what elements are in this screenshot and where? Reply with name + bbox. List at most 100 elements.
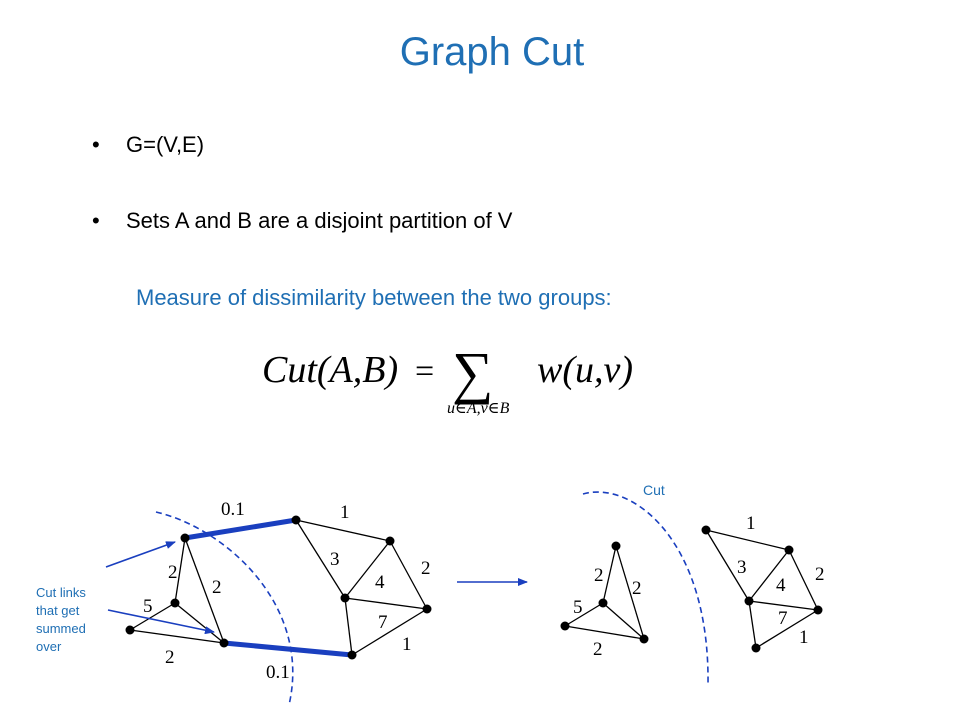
measure-text: Measure of dissimilarity between the two…: [136, 285, 612, 310]
graph-node: [701, 525, 711, 535]
graph-node: [813, 605, 823, 615]
pointer-arrow: [107, 609, 215, 635]
pointer-arrow: [105, 541, 176, 568]
graph-edge: [615, 545, 645, 640]
graph-node: [560, 621, 570, 631]
graph-node: [291, 515, 301, 525]
graph-edge: [602, 602, 645, 640]
edge-weight-label: 2: [632, 578, 642, 599]
graph-edge: [788, 549, 819, 611]
graph-edge: [295, 519, 391, 542]
edge-weight-label: 2: [593, 639, 603, 660]
graph-edge: [174, 602, 225, 644]
formula-subscript: u∈A,v∈B: [447, 400, 510, 417]
edge-weight-label: 2: [165, 647, 175, 668]
cut-links-line: over: [36, 639, 62, 654]
graph-node: [751, 643, 761, 653]
edge-weight-label: 1: [340, 502, 350, 523]
graph-edge: [129, 602, 176, 631]
graph-node: [784, 545, 794, 555]
graph-node: [219, 638, 229, 648]
formula-equals: =: [415, 353, 434, 390]
graph-node: [125, 625, 135, 635]
cut-edge: [182, 517, 299, 541]
right-graph: 2 2 5 2 1 3 4 2 7 1: [560, 491, 825, 686]
left-graph-cut-edges: [182, 517, 355, 658]
graph-edge: [129, 629, 225, 644]
left-graph-edges: [129, 519, 428, 656]
group-b-edges: [705, 529, 819, 649]
graph-edge: [748, 600, 819, 611]
cut-links-line: that get: [36, 603, 80, 618]
cut-links-label: Cut links that get summed over: [36, 584, 86, 656]
bullet-2: • Sets A and B are a disjoint partition o…: [92, 208, 512, 234]
graph-node: [639, 634, 649, 644]
graph-node: [170, 598, 180, 608]
graph-edge: [602, 545, 617, 604]
edge-weight-label: 3: [330, 549, 340, 570]
graph-edge: [389, 540, 428, 610]
graph-node: [598, 598, 608, 608]
group-a-edges: [564, 545, 645, 640]
edge-weight-label: 1: [746, 513, 756, 534]
edge-weight-label: 7: [778, 608, 788, 629]
graph-edge: [564, 602, 604, 627]
edge-weight-label: 1: [799, 627, 809, 648]
graph-edge: [564, 625, 645, 640]
graph-edge: [705, 529, 750, 602]
graph-edge: [344, 597, 428, 610]
edge-weight-label: 3: [737, 557, 747, 578]
graph-edge: [295, 519, 346, 599]
cut-links-line: summed: [36, 621, 86, 636]
formula-rhs: w(u,v): [537, 349, 633, 391]
bullet-marker: •: [92, 208, 100, 233]
edge-weight-label: 5: [573, 597, 583, 618]
graph-edge: [748, 549, 790, 602]
bullet-text: Sets A and B are a disjoint partition of…: [126, 208, 513, 233]
edge-weight-label: 1: [402, 634, 412, 655]
edge-weight-label: 0.1: [266, 662, 290, 683]
edge-weight-label: 4: [375, 572, 385, 593]
right-graph-nodes: [560, 525, 823, 653]
graph-node: [347, 650, 357, 660]
bullet-1: • G=(V,E): [92, 132, 204, 158]
graph-edge: [344, 540, 391, 599]
cut-links-line: Cut links: [36, 585, 86, 600]
edge-weight-label: 0.1: [221, 499, 245, 520]
graph-edge: [184, 537, 225, 644]
edge-weight-label: 2: [815, 564, 825, 585]
graph-node: [180, 533, 190, 543]
graph-edge: [174, 537, 186, 604]
edge-weight-label: 4: [776, 575, 786, 596]
graph-node: [385, 536, 395, 546]
formula-lhs: Cut(A,B): [262, 349, 398, 391]
graph-edge: [755, 609, 819, 649]
graph-edge: [748, 600, 757, 649]
bullet-marker: •: [92, 132, 100, 157]
graph-edge: [344, 597, 353, 656]
cut-curve: [582, 491, 709, 686]
left-graph: 0.1 0.1 1 2 2 5 2 3 4 2 7 1: [125, 499, 432, 706]
bullet-text: G=(V,E): [126, 132, 205, 157]
cut-edge: [221, 640, 355, 658]
edge-weight-label: 2: [421, 558, 431, 579]
edge-weight-label: 2: [212, 577, 222, 598]
graph-edge: [351, 608, 428, 656]
graph-node: [422, 604, 432, 614]
formula: Cut(A,B) = ∑ u∈A,v∈B w(u,v): [262, 340, 633, 417]
edge-weight-label: 7: [378, 612, 388, 633]
cut-curve: [155, 511, 294, 706]
cut-label: Cut: [643, 482, 665, 498]
formula-sum: ∑: [452, 340, 493, 405]
graph-node: [744, 596, 754, 606]
edge-weight-label: 2: [594, 565, 604, 586]
graph-node: [611, 541, 621, 551]
left-graph-nodes: [125, 515, 432, 660]
graph-edge: [705, 529, 790, 551]
slide-title: Graph Cut: [399, 30, 585, 74]
edge-weight-label: 2: [168, 562, 178, 583]
graph-node: [340, 593, 350, 603]
edge-weight-label: 5: [143, 596, 153, 617]
